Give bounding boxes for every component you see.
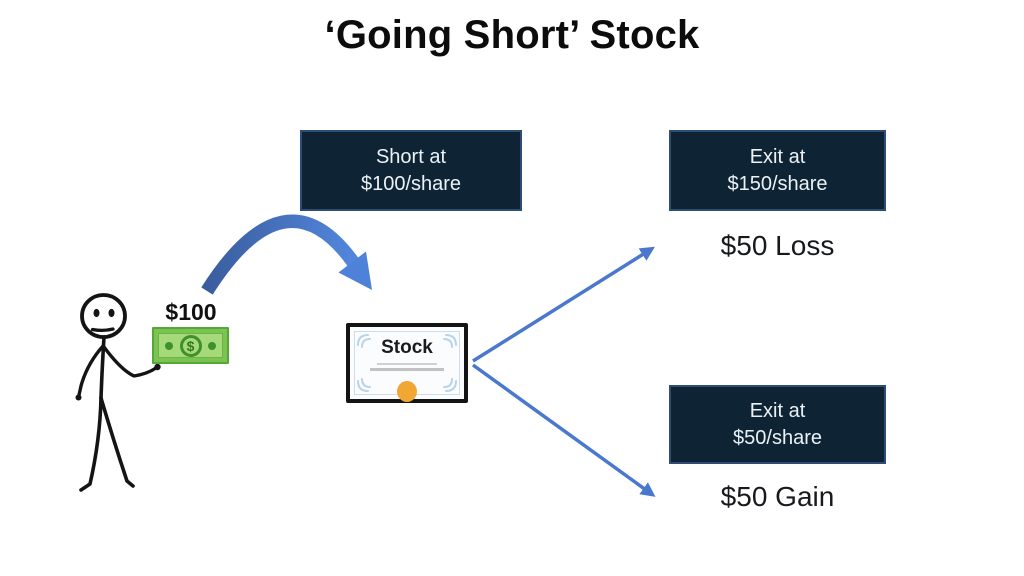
curved-arrow-icon [201, 214, 372, 295]
stick-figure-right-arm [102, 345, 158, 378]
dollar-sign-icon: $ [179, 334, 202, 357]
loss-result-label: $50 Loss [720, 230, 835, 261]
page-title: ‘Going Short’ Stock [324, 13, 700, 57]
certificate-seal-icon [397, 381, 417, 402]
certificate-text-line [377, 363, 437, 365]
stick-figure-right-leg [99, 396, 135, 488]
stick-figure-icon [75, 293, 161, 492]
stick-figure-eye-left [93, 308, 100, 318]
arrow-to-gain [471, 363, 656, 497]
short-entry-box: Short at $100/share [300, 130, 522, 211]
stick-figure-left-hand [75, 394, 82, 401]
money-bill-icon: $ [152, 327, 229, 364]
stick-figure-left-leg [79, 396, 103, 492]
exit-gain-line1: Exit at [749, 399, 806, 422]
exit-loss-box: Exit at $150/share [669, 130, 886, 211]
stick-figure-right-hand [154, 363, 161, 371]
money-amount-label: $100 [165, 299, 217, 325]
certificate-text-line [370, 368, 444, 371]
money-bill-inner-panel: $ [158, 333, 223, 358]
short-entry-line2: $100/share [360, 172, 462, 195]
exit-loss-line1: Exit at [749, 145, 806, 168]
stick-figure-eye-right [108, 308, 115, 318]
exit-loss-line2: $150/share [727, 172, 828, 195]
money-bill-right-dot [208, 341, 216, 350]
certificate-corner-ornaments [357, 334, 457, 392]
exit-gain-line2: $50/share [733, 426, 822, 449]
arrow-to-loss [472, 246, 655, 363]
stick-figure-mouth [90, 327, 115, 333]
certificate-label: Stock [381, 337, 433, 358]
gain-result-label: $50 Gain [720, 481, 835, 512]
stick-figure-left-arm [77, 344, 105, 397]
exit-gain-box: Exit at $50/share [669, 385, 886, 464]
money-bill-left-dot [165, 341, 173, 350]
stick-figure-torso [99, 335, 106, 400]
stock-certificate-icon: Stock [346, 323, 468, 403]
short-entry-line1: Short at [375, 145, 447, 168]
